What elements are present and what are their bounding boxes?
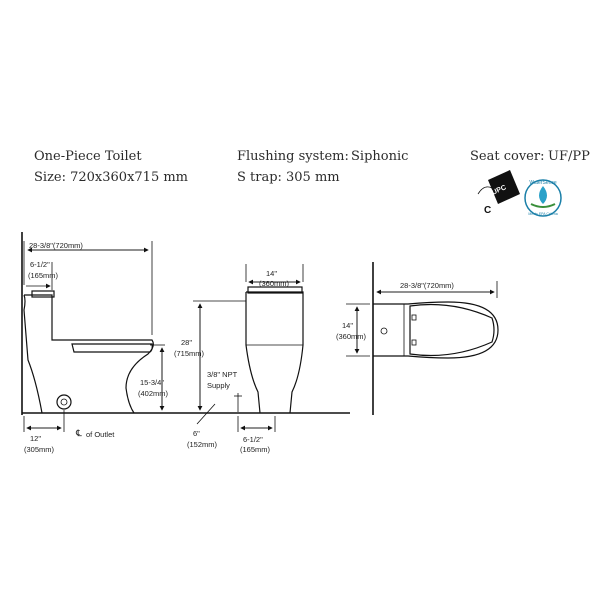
- front-view: 14" (360mm) 6-1/2" (165mm): [237, 264, 304, 454]
- water-drop-icon: [539, 186, 547, 204]
- top-width-in: 14": [342, 321, 353, 330]
- strap-label: S trap:: [237, 170, 282, 185]
- outlet-label: of Outlet: [86, 430, 115, 439]
- front-base-mm: (165mm): [240, 445, 271, 454]
- side-view: 28-3/8"(720mm) 6-1/2" (165mm) 28" (715mm…: [21, 232, 350, 454]
- side-tank-dim-in: 6-1/2": [30, 260, 50, 269]
- front-width-in: 14": [266, 269, 277, 278]
- side-length-dim: 28-3/8"(720mm): [29, 241, 83, 250]
- top-width-mm: (360mm): [336, 332, 367, 341]
- product-size: Size: 720x360x715 mm: [34, 170, 189, 185]
- c-mark: C: [484, 205, 491, 216]
- seat-label: Seat cover:: [470, 149, 545, 164]
- supply-side-mm: (152mm): [187, 440, 218, 449]
- rough-in-mm: (305mm): [24, 445, 55, 454]
- supply-side-in: 6": [193, 429, 200, 438]
- side-rim-mm: (402mm): [138, 389, 169, 398]
- top-view: 28-3/8"(720mm) 14" (360mm): [336, 262, 499, 415]
- seat-value: UF/PP: [548, 149, 590, 164]
- side-height-mm: (715mm): [174, 349, 205, 358]
- tank-lid: [31, 290, 55, 298]
- watersense-sub-text: Meets EPA Criteria: [528, 212, 557, 216]
- product-name: One-Piece Toilet: [34, 149, 142, 164]
- flushing-label: Flushing system:: [237, 149, 349, 164]
- supply-label-2: Supply: [207, 381, 230, 390]
- seat-lid: [71, 343, 153, 353]
- front-width-mm: (360mm): [259, 279, 290, 288]
- supply-label-1: 3/8" NPT: [207, 370, 238, 379]
- outlet-circle: [56, 394, 72, 410]
- watersense-ring-text: WaterSense: [529, 180, 557, 186]
- top-length-dim: 28-3/8"(720mm): [400, 281, 454, 290]
- rough-in-in: 12": [30, 434, 41, 443]
- side-rim-in: 15-3/4": [140, 378, 164, 387]
- watersense-logo: WaterSense Meets EPA Criteria: [524, 179, 562, 217]
- leaf-icon: [530, 203, 556, 208]
- front-base-in: 6-1/2": [243, 435, 263, 444]
- strap-value: 305 mm: [286, 170, 340, 185]
- side-height-in: 28": [181, 338, 192, 347]
- centerline-symbol: ℄: [75, 428, 82, 438]
- flushing-value: Siphonic: [351, 149, 409, 164]
- supply-leader: [196, 403, 216, 425]
- side-tank-dim-mm: (165mm): [28, 271, 59, 280]
- upc-logo: UPC C: [477, 170, 520, 216]
